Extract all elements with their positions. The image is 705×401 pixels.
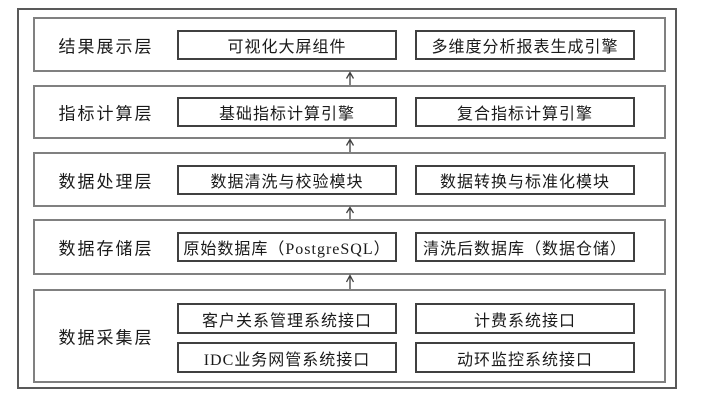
diagram-box-visualization-screen: 可视化大屏组件 [177, 29, 397, 60]
diagram-box-basic-indicator-engine: 基础指标计算引擎 [177, 97, 397, 127]
layer-label: 数据处理层 [58, 172, 154, 191]
layer-label: 结果展示层 [58, 37, 154, 56]
layer-result-display: 结果展示层 可视化大屏组件 多维度分析报表生成引擎 [33, 17, 666, 72]
diagram-box-billing-interface: 计费系统接口 [415, 303, 635, 334]
diagram-box-env-monitoring-interface: 动环监控系统接口 [415, 342, 635, 373]
layer-label: 数据采集层 [58, 328, 154, 348]
diagram-box-composite-indicator-engine: 复合指标计算引擎 [415, 97, 635, 127]
diagram-outer-frame [17, 8, 677, 389]
up-arrow-icon [342, 274, 358, 289]
layer-label: 指标计算层 [58, 104, 154, 124]
up-arrow-icon [342, 206, 358, 219]
layer-label: 数据存储层 [58, 239, 154, 259]
layer-data-processing: 数据处理层 数据清洗与校验模块 数据转换与标准化模块 [33, 152, 666, 207]
up-arrow-icon [342, 138, 358, 152]
diagram-box-cleaned-database: 清洗后数据库（数据仓储） [415, 232, 635, 262]
layer-data-storage: 数据存储层 原始数据库（PostgreSQL） 清洗后数据库（数据仓储） [33, 219, 666, 275]
diagram-box-cleaning-validation-module: 数据清洗与校验模块 [177, 164, 397, 195]
diagram-box-report-engine: 多维度分析报表生成引擎 [415, 29, 635, 60]
layer-indicator-calculation: 指标计算层 基础指标计算引擎 复合指标计算引擎 [33, 85, 666, 139]
up-arrow-icon [342, 71, 358, 85]
layer-data-collection: 数据采集层 客户关系管理系统接口 计费系统接口 IDC业务网管系统接口 动环监控… [33, 289, 666, 383]
diagram-box-transform-standardize-module: 数据转换与标准化模块 [415, 164, 635, 195]
diagram-box-idc-network-interface: IDC业务网管系统接口 [177, 342, 397, 373]
diagram-box-raw-database: 原始数据库（PostgreSQL） [177, 232, 397, 262]
diagram-box-crm-interface: 客户关系管理系统接口 [177, 303, 397, 334]
